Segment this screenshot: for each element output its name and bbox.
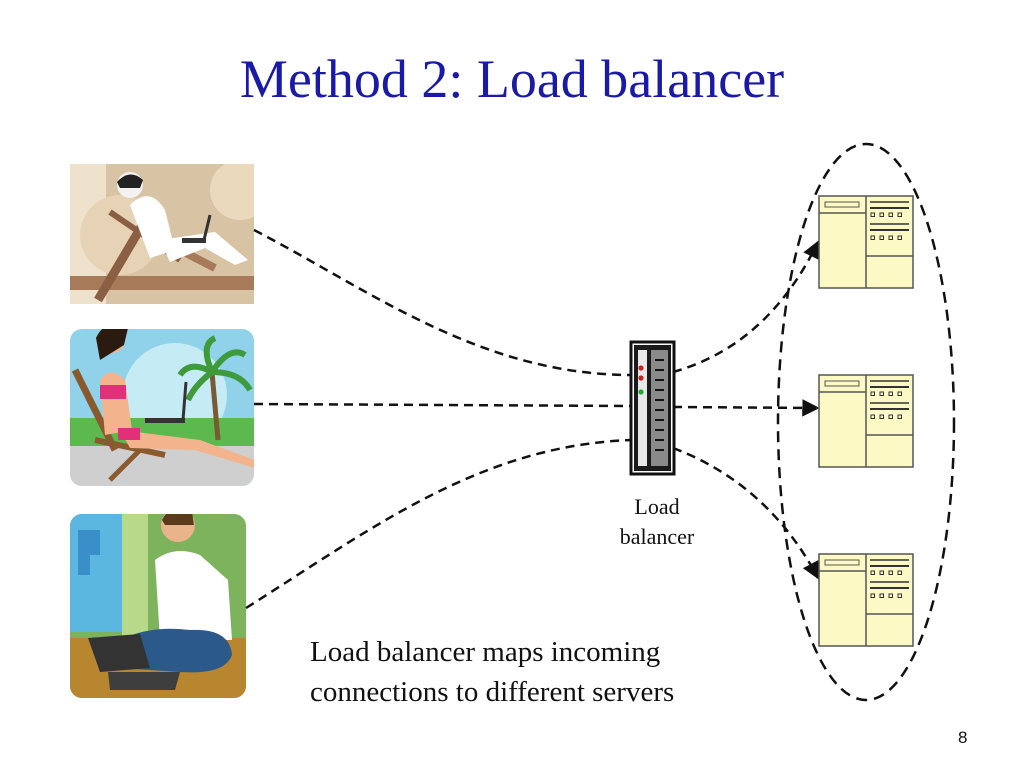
slide-caption: Load balancer maps incoming connections …: [310, 632, 674, 712]
server-2-icon: [818, 374, 914, 468]
connection-client-3: [245, 438, 633, 610]
connection-client-2: [253, 402, 633, 408]
client-2-illustration: [70, 329, 254, 486]
caption-line-2: connections to different servers: [310, 676, 675, 708]
server-3-icon: [818, 553, 914, 647]
arrow-to-server-3: [672, 446, 820, 580]
client-3-illustration: [70, 514, 246, 698]
arrow-to-server-2: [672, 399, 820, 417]
load-balancer-icon: [629, 340, 676, 476]
connection-client-1: [253, 228, 633, 377]
server-1-icon: [818, 195, 914, 289]
client-1-illustration: [70, 164, 254, 304]
load-balancer-label-line-1: Load: [634, 494, 680, 519]
slide-title: Method 2: Load balancer: [239, 49, 785, 109]
arrow-to-server-1: [672, 240, 820, 374]
server-cluster-ellipse: [776, 142, 956, 702]
load-balancer-label: Load balancer: [590, 492, 724, 552]
load-balancer-label-line-2: balancer: [619, 524, 695, 549]
page-number: 8: [958, 728, 968, 747]
caption-line-1: Load balancer maps incoming: [310, 636, 661, 668]
